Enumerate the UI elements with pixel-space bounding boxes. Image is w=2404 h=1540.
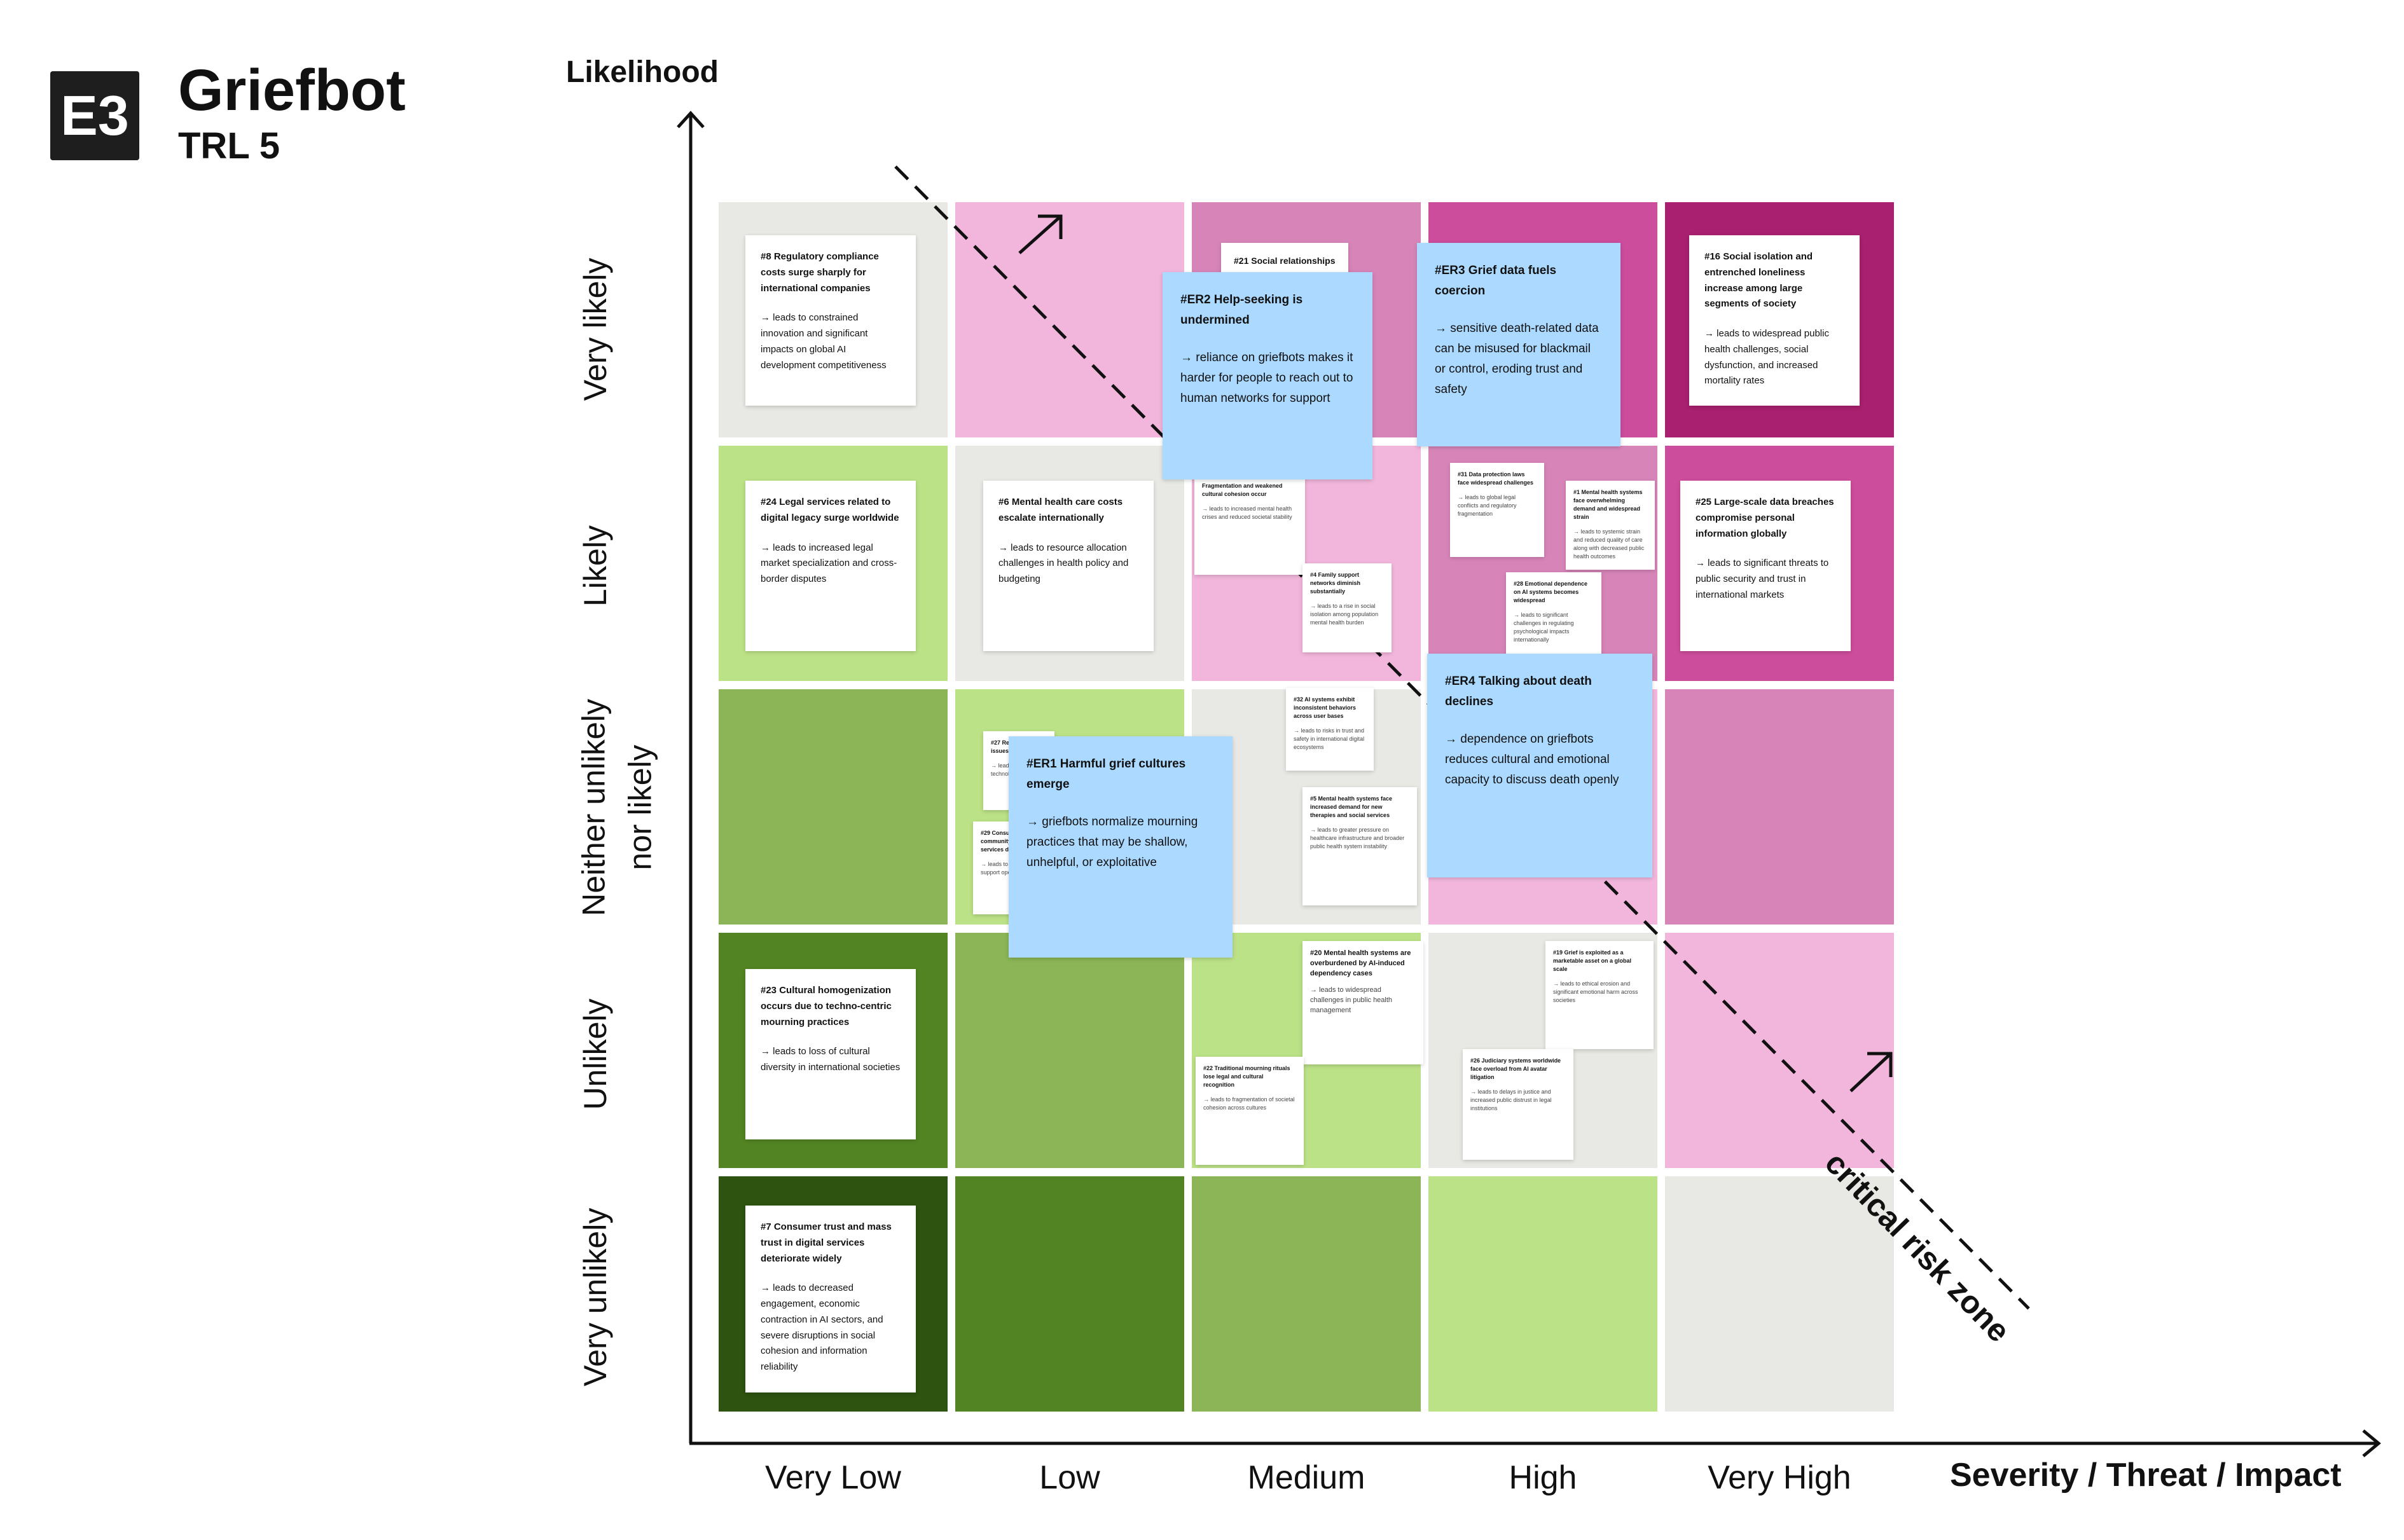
y-axis-arrowhead [677, 111, 705, 128]
risk-note: #23 Cultural homogenization occurs due t… [745, 969, 916, 1139]
x-tick-very-low: Very Low [765, 1459, 901, 1496]
y-tick-label: Very likely [577, 258, 613, 401]
y-tick-label: Unlikely [577, 998, 613, 1110]
risk-note: #4 Family support networks diminish subs… [1302, 563, 1392, 652]
risk-note: Fragmentation and weakened cultural cohe… [1194, 474, 1305, 575]
risk-note: #6 Mental health care costs escalate int… [983, 481, 1154, 651]
risk-note: #32 AI systems exhibit inconsistent beha… [1286, 688, 1374, 771]
y-tick-label: Very unlikely [577, 1207, 613, 1387]
risk-note: #31 Data protection laws face widespread… [1450, 463, 1544, 557]
matrix-cell [1192, 1176, 1421, 1412]
risk-note: #28 Emotional dependence on AI systems b… [1506, 572, 1601, 655]
risk-note: #24 Legal services related to digital le… [745, 481, 916, 651]
page-title: Griefbot [178, 58, 406, 123]
risk-note: #25 Large-scale data breaches compromise… [1680, 481, 1851, 651]
x-axis-arrowhead [2362, 1429, 2381, 1457]
matrix-cell [1428, 1176, 1657, 1412]
critical-zone-dashed-line [894, 165, 2030, 1310]
risk-note: #16 Social isolation and entrenched lone… [1689, 235, 1860, 406]
page-subtitle: TRL 5 [178, 125, 280, 167]
matrix-cell [1665, 933, 1894, 1168]
matrix-cell [719, 689, 948, 925]
arrow-upper-icon [1018, 214, 1063, 254]
emerging-risk-note: #ER3 Grief data fuels coercion→ sensitiv… [1417, 243, 1620, 446]
matrix-cell [955, 1176, 1184, 1412]
risk-note: #19 Grief is exploited as a marketable a… [1545, 941, 1654, 1049]
x-tick-high: High [1509, 1459, 1577, 1496]
emerging-risk-note: #ER4 Talking about death declines→ depen… [1427, 654, 1652, 877]
risk-note: #26 Judiciary systems worldwide face ove… [1463, 1049, 1573, 1160]
y-tick-label: Likely [577, 525, 613, 607]
e3-badge: E3 [50, 71, 139, 160]
arrow-lower-icon [1849, 1052, 1893, 1092]
matrix-cell [955, 202, 1184, 437]
risk-note: #1 Mental health systems face overwhelmi… [1566, 481, 1655, 570]
matrix-cell [1665, 1176, 1894, 1412]
risk-note: #5 Mental health systems face increased … [1302, 787, 1417, 905]
matrix-cell [1665, 689, 1894, 925]
emerging-risk-note: #ER2 Help-seeking is undermined→ relianc… [1163, 272, 1372, 479]
matrix-cell [955, 933, 1184, 1168]
x-tick-medium: Medium [1247, 1459, 1365, 1496]
x-tick-low: Low [1039, 1459, 1100, 1496]
x-axis-title: Severity / Threat / Impact [1950, 1457, 2342, 1494]
x-tick-very-high: Very High [1708, 1459, 1851, 1496]
risk-note: #20 Mental health systems are overburden… [1302, 941, 1423, 1064]
risk-note: #8 Regulatory compliance costs surge sha… [745, 235, 916, 406]
y-axis-title: Likelihood [566, 55, 719, 89]
risk-note: #7 Consumer trust and mass trust in digi… [745, 1206, 916, 1392]
y-tick-label: Neither unlikely nor likely [576, 699, 658, 916]
risk-note: #22 Traditional mourning rituals lose le… [1196, 1057, 1304, 1165]
emerging-risk-note: #ER1 Harmful grief cultures emerge→ grie… [1009, 736, 1233, 958]
